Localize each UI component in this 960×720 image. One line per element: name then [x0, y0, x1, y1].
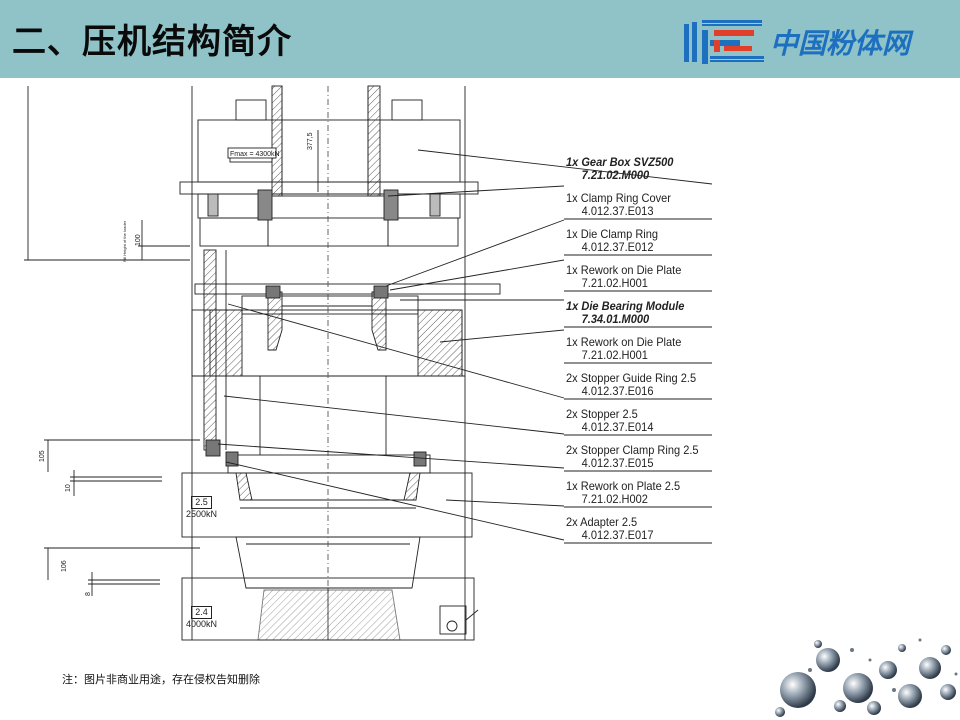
decorative-spheres: [775, 638, 958, 717]
callout-die-bearing-module-name: 1x Die Bearing Module: [566, 299, 685, 313]
callout-rework-die-plate-1-pn: 7.21.02.H001: [581, 276, 648, 290]
callout-die-clamp-ring: 1x Die Clamp Ring 4.012.37.E012: [566, 228, 658, 254]
callout-die-clamp-ring-pn: 4.012.37.E012: [581, 240, 654, 254]
callout-rework-die-plate-1: 1x Rework on Die Plate 7.21.02.H001: [566, 264, 681, 290]
dim-100-label: 100: [135, 234, 142, 246]
force-box-2-5: 2.5 2500kN: [186, 496, 217, 520]
fill-height-note: Fill Height of the loader: [122, 220, 127, 262]
callout-clamp-ring-cover-pn: 4.012.37.E013: [581, 204, 654, 218]
callout-die-bearing-module-pn: 7.34.01.M000: [581, 312, 650, 326]
dim-10-label: 10: [65, 484, 72, 492]
copyright-note: 注：图片非商业用途，存在侵权告知删除: [62, 673, 260, 686]
callout-rework-plate-pn: 7.21.02.H002: [581, 492, 648, 506]
dim-8-label: 8: [85, 592, 92, 596]
callout-rework-die-plate-1-name: 1x Rework on Die Plate: [566, 263, 682, 277]
callout-stopper-guide-ring-name: 2x Stopper Guide Ring 2.5: [566, 371, 697, 385]
callout-die-bearing-module: 1x Die Bearing Module 7.34.01.M000: [566, 300, 684, 326]
logo-text: 中国粉体网: [770, 27, 911, 60]
callout-rework-die-plate-2: 1x Rework on Die Plate 7.21.02.H001: [566, 336, 681, 362]
force-box-2-4-num: 2.4: [191, 606, 212, 619]
callout-rework-die-plate-2-name: 1x Rework on Die Plate: [566, 335, 682, 349]
header-bar: 二、压机结构简介 中国粉体网: [0, 0, 960, 78]
press-assembly-drawing: Fmax = 4300kN 377,5 100 Fill Height of t…: [24, 85, 713, 641]
dim-377-label: 377,5: [307, 132, 314, 150]
dim-105-label: 105: [39, 450, 46, 462]
callout-stopper-clamp-ring-name: 2x Stopper Clamp Ring 2.5: [566, 443, 699, 457]
fmax-label: Fmax = 4300kN: [230, 151, 280, 158]
page-title: 二、压机结构简介: [12, 22, 292, 62]
callout-stopper-name: 2x Stopper 2.5: [566, 407, 638, 421]
callout-rework-plate: 1x Rework on Plate 2.5 7.21.02.H002: [566, 480, 680, 506]
callout-gear-box-name: 1x Gear Box SVZ500: [566, 155, 674, 169]
callout-stopper-clamp-ring-pn: 4.012.37.E015: [581, 456, 654, 470]
site-logo[interactable]: 中国粉体网: [680, 14, 950, 70]
callout-die-clamp-ring-name: 1x Die Clamp Ring: [566, 227, 659, 241]
callout-adapter-name: 2x Adapter 2.5: [566, 515, 638, 529]
logo-mark-icon: [684, 20, 764, 64]
callout-adapter: 2x Adapter 2.5 4.012.37.E017: [566, 516, 653, 542]
callout-clamp-ring-cover: 1x Clamp Ring Cover 4.012.37.E013: [566, 192, 671, 218]
callout-stopper-guide-ring-pn: 4.012.37.E016: [581, 384, 654, 398]
callout-adapter-pn: 4.012.37.E017: [581, 528, 654, 542]
callout-stopper-guide-ring: 2x Stopper Guide Ring 2.5 4.012.37.E016: [566, 372, 696, 398]
callout-rework-die-plate-2-pn: 7.21.02.H001: [581, 348, 648, 362]
callout-stopper: 2x Stopper 2.5 4.012.37.E014: [566, 408, 653, 434]
force-box-2-5-force: 2500kN: [186, 509, 218, 519]
callout-stopper-clamp-ring: 2x Stopper Clamp Ring 2.5 4.012.37.E015: [566, 444, 699, 470]
callout-stopper-pn: 4.012.37.E014: [581, 420, 654, 434]
callout-rework-plate-name: 1x Rework on Plate 2.5: [566, 479, 681, 493]
dim-106-label: 106: [61, 560, 68, 572]
force-box-2-4: 2.4 4000kN: [186, 606, 217, 630]
callout-clamp-ring-cover-name: 1x Clamp Ring Cover: [566, 191, 671, 205]
callout-gear-box: 1x Gear Box SVZ500 7.21.02.M000: [566, 156, 673, 182]
force-box-2-4-force: 4000kN: [186, 619, 218, 629]
callout-gear-box-pn: 7.21.02.M000: [581, 168, 650, 182]
force-box-2-5-num: 2.5: [191, 496, 212, 509]
